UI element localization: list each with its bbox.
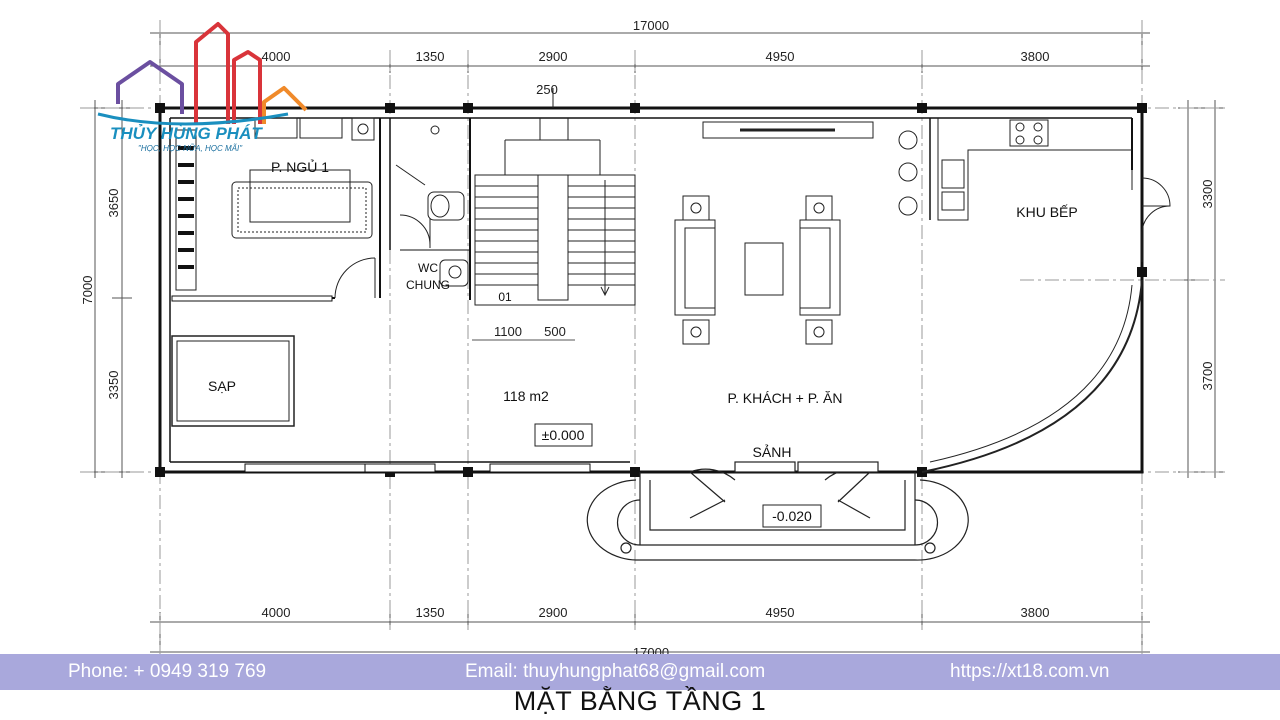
stair-number-label: 01 (498, 290, 512, 304)
room-platform-label: SẠP (208, 378, 236, 394)
floor-level-label: ±0.000 (542, 427, 585, 443)
dim-stair-b: 500 (544, 324, 566, 339)
dim-total-depth: 7000 (80, 276, 95, 305)
dim-seg-4-top: 4950 (766, 49, 795, 64)
room-kitchen-label: KHU BẾP (1016, 204, 1077, 220)
dim-total-top: 17000 (633, 18, 669, 33)
floor-area-label: 118 m2 (503, 388, 549, 404)
level-boxes (534, 423, 822, 528)
dim-seg-3-top: 2900 (539, 49, 568, 64)
living-furniture (674, 121, 918, 345)
wardrobe-hangers (178, 146, 194, 269)
bedroom-furniture (175, 117, 376, 299)
dim-stair-offset: 250 (536, 82, 558, 97)
entrance-porch (586, 461, 969, 561)
plan-title: MẶT BẰNG TẦNG 1 (513, 686, 767, 716)
windows (171, 295, 591, 473)
dim-seg-2-top: 1350 (416, 49, 445, 64)
platform-furniture (171, 335, 295, 427)
contact-phone: Phone: + 0949 319 769 (68, 661, 267, 682)
room-bedroom-label: P. NGỦ 1 (271, 158, 329, 175)
dim-seg-5-bottom: 3800 (1021, 605, 1050, 620)
wc-fixtures (395, 125, 469, 287)
logo-name: THỦY HÙNG PHÁT (110, 124, 262, 143)
contact-email[interactable]: Email: thuyhungphat68@gmail.com (465, 661, 766, 682)
company-logo (97, 22, 308, 126)
dim-seg-3-bottom: 2900 (539, 605, 568, 620)
contact-website[interactable]: https://xt18.com.vn (950, 661, 1110, 682)
porch-level-label: -0.020 (772, 508, 812, 524)
dim-stair-a: 1100 (494, 324, 522, 339)
dim-seg-4-bottom: 4950 (766, 605, 795, 620)
room-wc-label-1: WC (418, 261, 438, 275)
dim-seg-1-bottom: 4000 (262, 605, 291, 620)
dim-left-1: 3650 (106, 189, 121, 218)
dim-seg-2-bottom: 1350 (416, 605, 445, 620)
room-labels: P. NGỦ 1 WC CHUNG 01 SẠP 118 m2 ±0.000 P… (208, 158, 1078, 524)
dimension-labels: 17000 4000 1350 2900 4950 3800 250 4000 … (80, 18, 1215, 660)
dim-right-1: 3300 (1200, 180, 1215, 209)
dim-seg-5-top: 3800 (1021, 49, 1050, 64)
kitchen-fixtures (921, 118, 1171, 473)
room-living-label: P. KHÁCH + P. ĂN (727, 390, 842, 406)
dim-right-2: 3700 (1200, 362, 1215, 391)
room-hall-label: SẢNH (753, 444, 792, 460)
staircase (474, 88, 636, 306)
dim-seg-1-top: 4000 (262, 49, 291, 64)
room-wc-label-2: CHUNG (406, 278, 450, 292)
logo-slogan: "HỌC, HỌC NỮA, HỌC MÃI" (138, 144, 243, 153)
dim-left-2: 3350 (106, 371, 121, 400)
contact-bar: Phone: + 0949 319 769 Email: thuyhungpha… (0, 654, 1280, 690)
